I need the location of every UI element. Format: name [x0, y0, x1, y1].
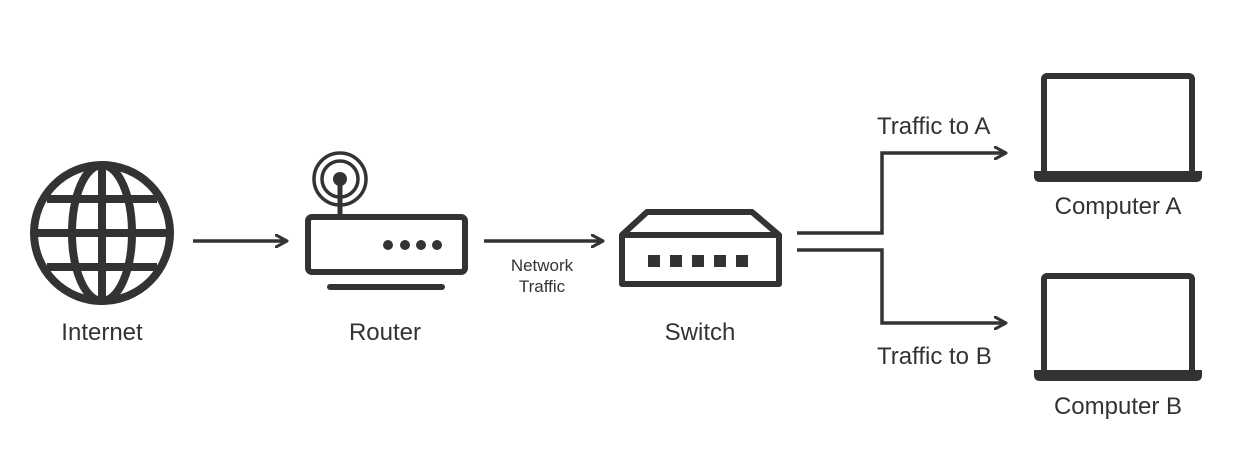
switch-label: Switch	[665, 319, 736, 346]
traffic-to-a-label: Traffic to A	[877, 113, 990, 140]
network-traffic-label-line1: Network	[511, 256, 574, 275]
router-node: Router	[305, 151, 468, 346]
traffic-to-b-label: Traffic to B	[877, 343, 992, 370]
computer-b-node: Computer B	[1034, 273, 1202, 420]
computer-a-label: Computer A	[1055, 193, 1182, 220]
network-switch-icon	[619, 209, 782, 287]
switch-node: Switch	[619, 209, 782, 346]
globe-icon	[30, 161, 174, 305]
network-traffic-label-line2: Traffic	[519, 277, 566, 296]
switch-to-computer-b-arrow	[797, 248, 1006, 323]
laptop-icon	[1034, 73, 1202, 182]
switch-to-computer-a-arrow	[797, 153, 1006, 235]
computer-a-node: Computer A	[1034, 73, 1202, 220]
internet-node: Internet	[30, 161, 174, 346]
router-label: Router	[349, 319, 421, 346]
laptop-icon	[1034, 273, 1202, 381]
wifi-router-icon	[305, 151, 468, 290]
internet-label: Internet	[61, 319, 143, 346]
computer-b-label: Computer B	[1054, 393, 1182, 420]
